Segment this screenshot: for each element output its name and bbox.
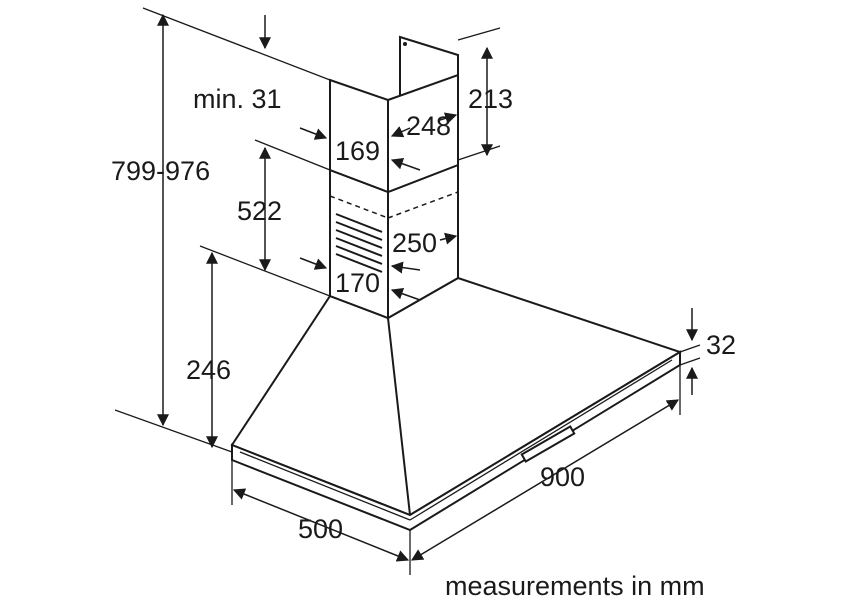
lower-chimney-height-label: 522	[237, 196, 283, 226]
vent-grille	[335, 213, 383, 273]
upper-chimney-depth-label: 169	[335, 136, 381, 166]
units-footnote: measurements in mm	[445, 571, 705, 601]
dimension-lines	[157, 13, 698, 562]
upper-chimney-overlap-label: 213	[468, 84, 514, 114]
upper-chimney-width-label: 248	[406, 111, 452, 141]
width-label: 900	[540, 462, 586, 492]
upper-chimney	[329, 35, 459, 194]
canopy-height-label: 246	[186, 355, 232, 385]
lower-chimney-depth-label: 170	[335, 268, 381, 298]
canopy	[230, 276, 683, 532]
depth-label: 500	[298, 514, 344, 544]
min-clearance-label: min. 31	[193, 84, 282, 114]
lower-chimney-width-label: 250	[392, 228, 438, 258]
total-height-label: 799-976	[111, 156, 211, 186]
edge-thickness-label: 32	[706, 330, 737, 360]
